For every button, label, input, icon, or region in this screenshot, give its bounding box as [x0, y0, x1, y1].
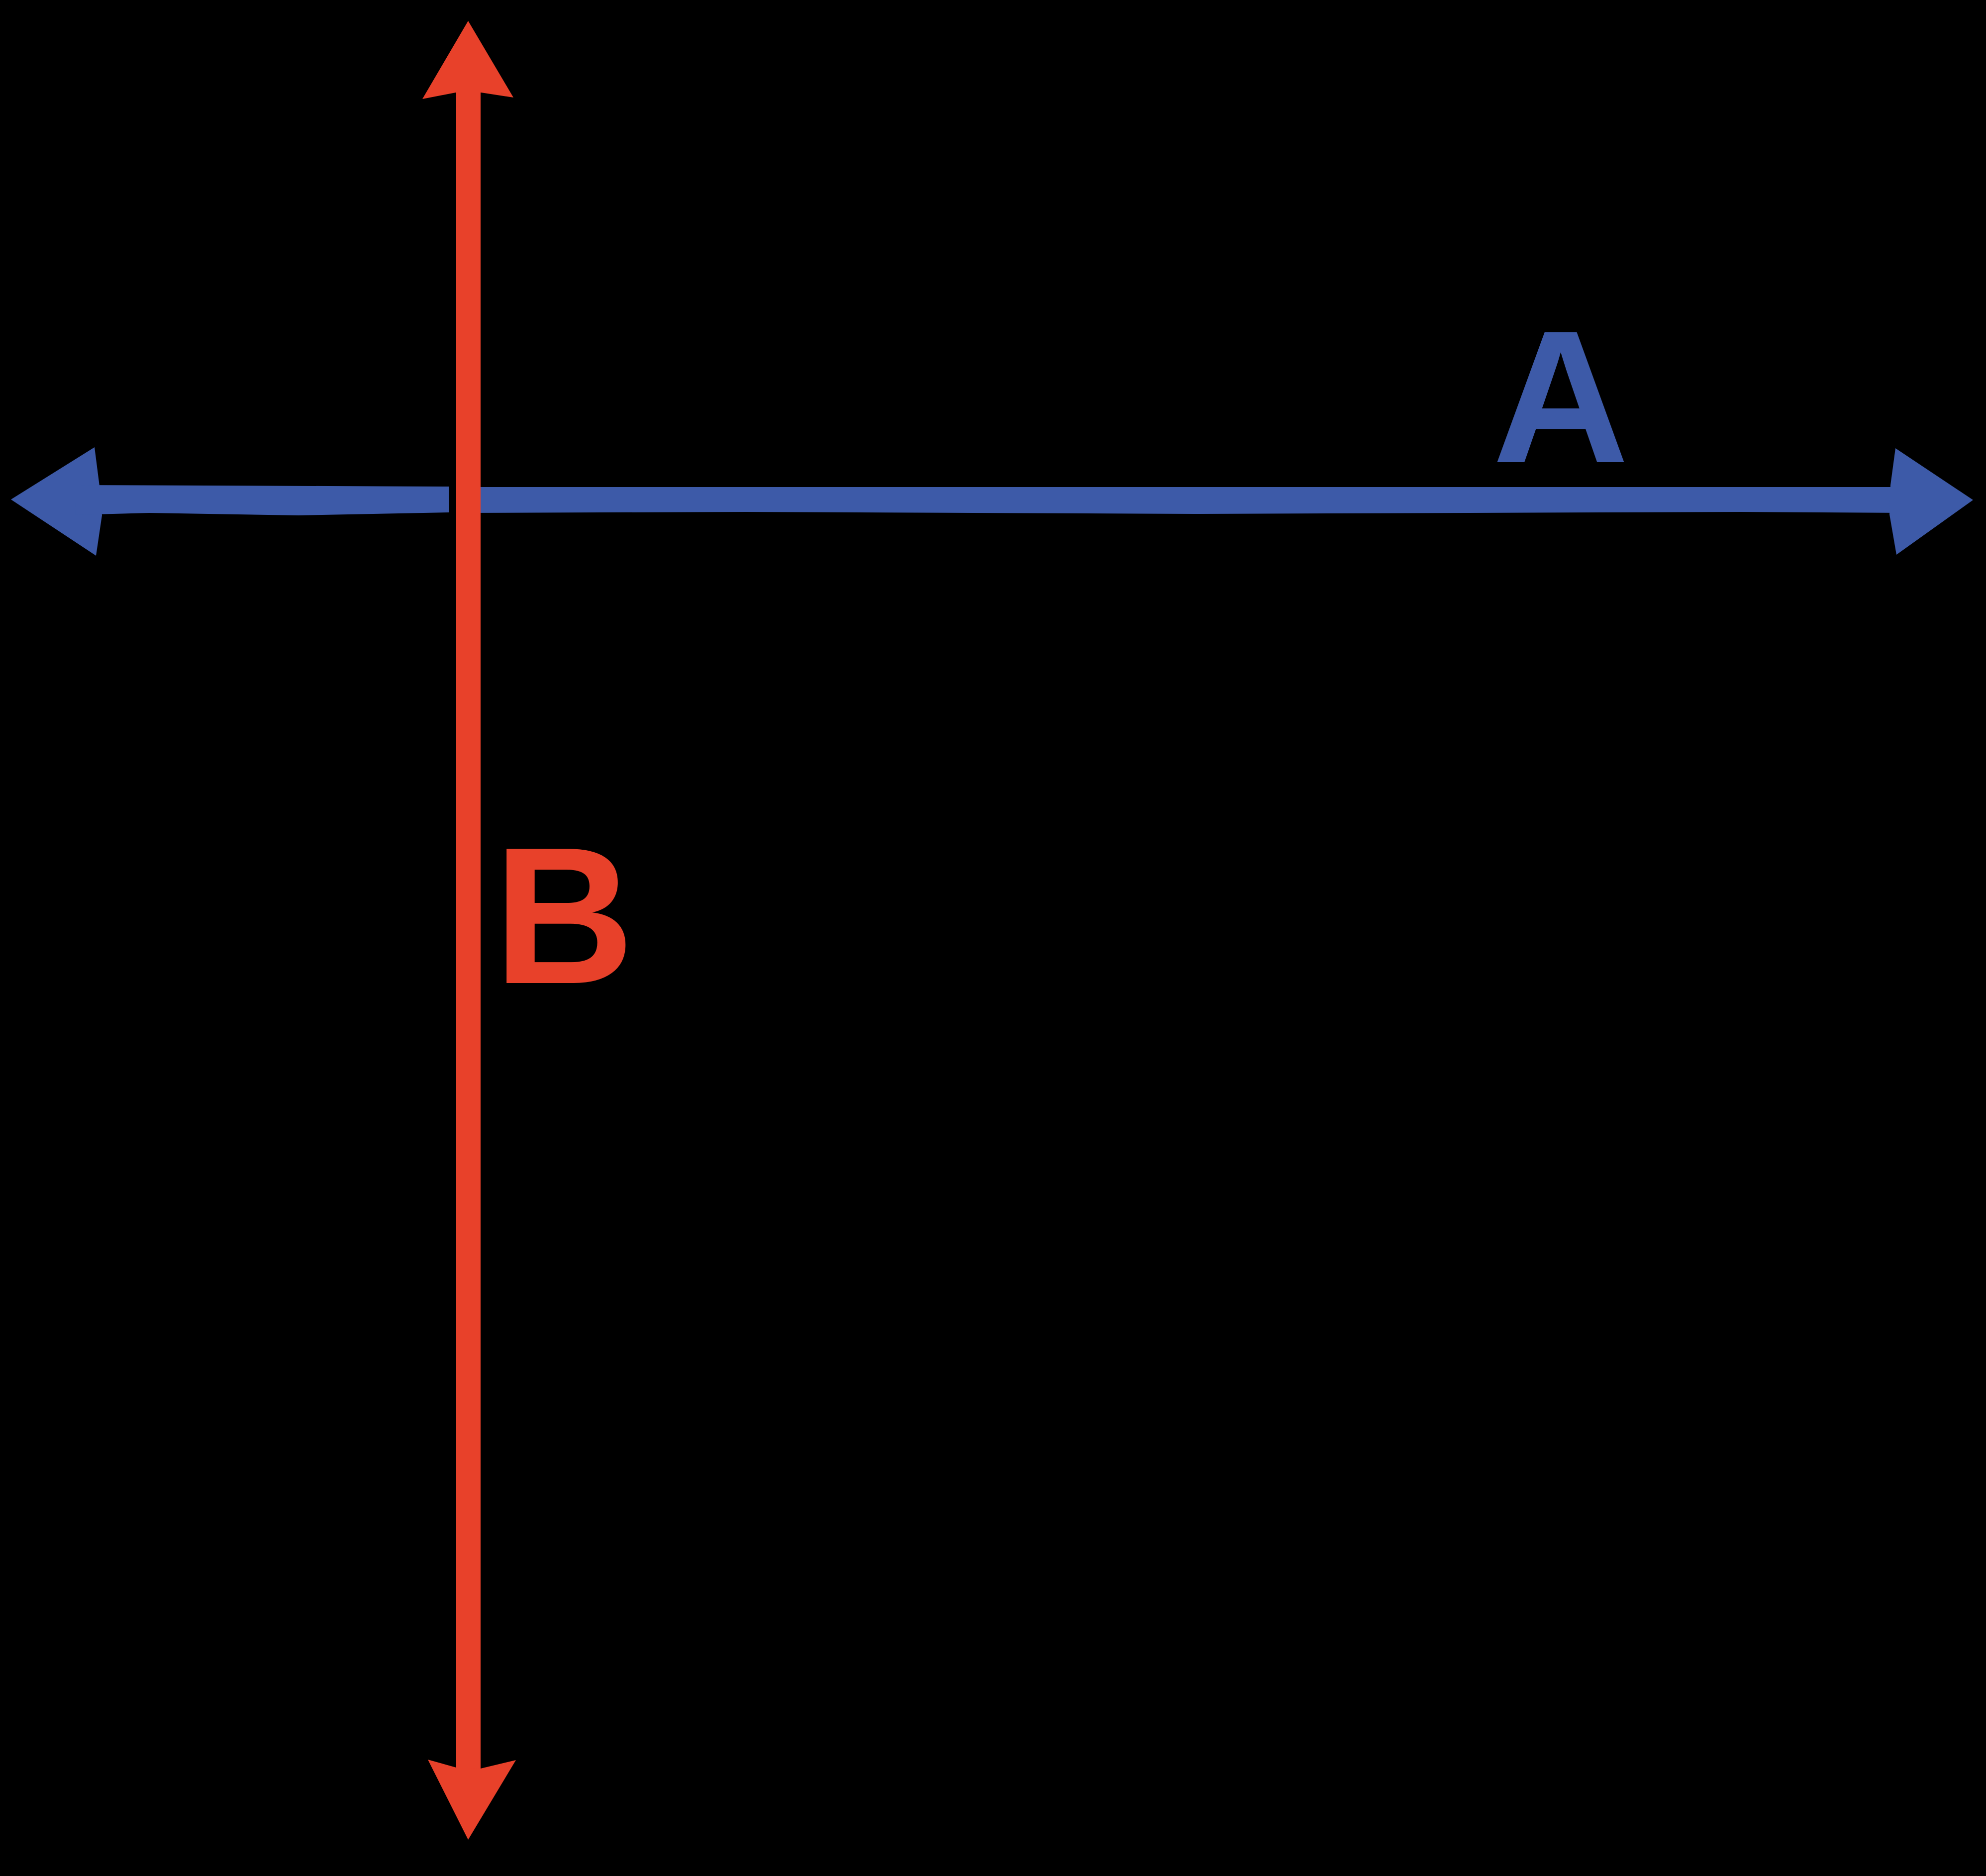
vertical-arrow-bottom-head	[428, 1760, 516, 1840]
horizontal-axis-arrow[interactable]	[11, 447, 1973, 556]
horizontal-arrow-right-shaft	[466, 487, 1906, 514]
horizontal-arrow-left-head	[11, 447, 102, 556]
vertical-arrow-top-head	[422, 21, 513, 99]
horizontal-arrow-left-shaft	[75, 485, 449, 515]
vertical-arrow-shaft	[456, 75, 481, 1771]
horizontal-axis-label-a: A	[1492, 291, 1629, 502]
horizontal-arrow-right-head	[1889, 448, 1973, 555]
vertical-axis-label-b: B	[494, 807, 635, 1025]
vertical-axis-arrow[interactable]	[422, 21, 516, 1840]
